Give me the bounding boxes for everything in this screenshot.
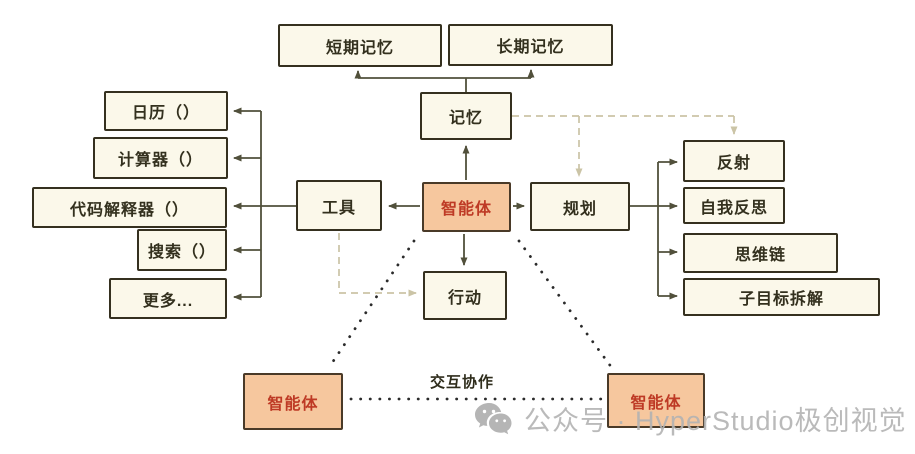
edge-tools-to-tool-list bbox=[233, 107, 296, 301]
edge-planning-to-methods bbox=[630, 158, 678, 300]
edge-memory-dashed-to-planning-reflection bbox=[512, 115, 738, 177]
interaction-label: 交互协作 bbox=[430, 374, 495, 391]
node-self-reflection: 自我反思 bbox=[683, 187, 785, 224]
node-memory: 记忆 bbox=[420, 92, 512, 140]
node-action: 行动 bbox=[423, 271, 507, 320]
node-tools: 工具 bbox=[296, 180, 382, 231]
edge-tools-dashed-to-action bbox=[338, 233, 417, 297]
node-long-term-memory: 长期记忆 bbox=[448, 24, 613, 66]
node-agent-bottom-left: 智能体 bbox=[243, 373, 343, 430]
node-short-term-memory: 短期记忆 bbox=[278, 24, 442, 67]
node-reflection: 反射 bbox=[683, 140, 785, 182]
node-subgoal-decomposition: 子目标拆解 bbox=[683, 278, 880, 316]
node-code-interpreter: 代码解释器（） bbox=[32, 187, 227, 228]
node-chain-of-thought: 思维链 bbox=[683, 233, 838, 273]
node-agent-bottom-right: 智能体 bbox=[607, 373, 705, 428]
edge-memory-to-term-memories bbox=[354, 69, 535, 92]
edge-agent-dotted-right bbox=[517, 239, 614, 370]
node-calendar: 日历（） bbox=[104, 91, 228, 131]
node-planning: 规划 bbox=[530, 182, 630, 231]
node-calculator: 计算器（） bbox=[93, 137, 228, 179]
node-search: 搜索（） bbox=[137, 229, 227, 271]
node-agent-center: 智能体 bbox=[422, 182, 511, 232]
edge-agent-dotted-left bbox=[328, 239, 416, 368]
node-more: 更多... bbox=[109, 278, 227, 319]
